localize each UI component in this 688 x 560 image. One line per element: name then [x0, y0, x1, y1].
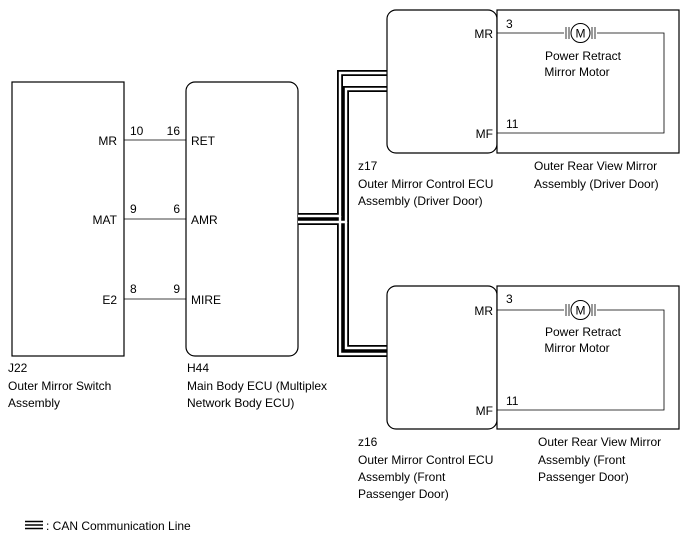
j22-pin-mr: MR: [98, 134, 117, 148]
mirror-passenger-name-line2: Assembly (Front: [538, 453, 626, 467]
z16-name-line1: Outer Mirror Control ECU: [358, 453, 493, 467]
mirror-driver-pin-top: 3: [506, 17, 513, 31]
mirror-passenger-motor-line1: Power Retract: [545, 325, 622, 339]
legend: : CAN Communication Line: [25, 519, 191, 533]
mirror-driver-motor-line2: Mirror Motor: [544, 65, 609, 79]
h44-code: H44: [187, 361, 209, 375]
can-line-legend-icon: [25, 520, 43, 530]
mirror-driver-motor-line1: Power Retract: [545, 49, 622, 63]
can-bus: [298, 70, 387, 357]
z16-pin-mr: MR: [474, 304, 493, 318]
z17-name-line2: Assembly (Driver Door): [358, 194, 483, 208]
mirror-driver-pin-bottom: 11: [506, 117, 519, 131]
j22-name-line1: Outer Mirror Switch: [8, 379, 111, 393]
mirror-driver-name-line2: Assembly (Driver Door): [534, 177, 659, 191]
h44-pin-amr: AMR: [191, 213, 218, 227]
mirror-passenger-pin-bottom: 11: [506, 394, 519, 408]
wire-1-to-pin: 16: [167, 124, 181, 138]
motor-passenger-label: M: [576, 304, 586, 318]
wire-2-from-pin: 9: [130, 202, 137, 216]
z16-code: z16: [358, 435, 378, 449]
mirror-driver-name-line1: Outer Rear View Mirror: [534, 159, 657, 173]
z17-pin-mf: MF: [476, 127, 493, 141]
z17-name-line1: Outer Mirror Control ECU: [358, 177, 493, 191]
mirror-passenger-name-line3: Passenger Door): [538, 470, 629, 484]
z16-name-line3: Passenger Door): [358, 487, 449, 501]
h44-name-line1: Main Body ECU (Multiplex: [187, 379, 327, 393]
z17-code: z17: [358, 159, 378, 173]
wire-1-from-pin: 10: [130, 124, 144, 138]
j22-pin-e2: E2: [102, 293, 117, 307]
motor-driver-label: M: [576, 27, 586, 41]
j22-code: J22: [8, 361, 28, 375]
j22-pin-mat: MAT: [93, 213, 118, 227]
wire-3-from-pin: 8: [130, 282, 137, 296]
j22-box: [11, 81, 125, 357]
motor-driver-symbol: M: [564, 23, 597, 43]
z16-name-line2: Assembly (Front: [358, 470, 446, 484]
h44-pin-mire: MIRE: [191, 293, 221, 307]
z17-pin-mr: MR: [474, 27, 493, 41]
legend-label: : CAN Communication Line: [46, 519, 191, 533]
wire-2-to-pin: 6: [173, 202, 180, 216]
h44-name-line2: Network Body ECU): [187, 396, 294, 410]
wire-3-to-pin: 9: [173, 282, 180, 296]
mirror-passenger-pin-top: 3: [506, 292, 513, 306]
j22-name-line2: Assembly: [8, 396, 60, 410]
motor-passenger-symbol: M: [564, 300, 597, 320]
mirror-passenger-name-line1: Outer Rear View Mirror: [538, 435, 661, 449]
h44-pin-ret: RET: [191, 134, 216, 148]
z16-pin-mf: MF: [476, 404, 493, 418]
mirror-passenger-motor-line2: Mirror Motor: [544, 341, 609, 355]
